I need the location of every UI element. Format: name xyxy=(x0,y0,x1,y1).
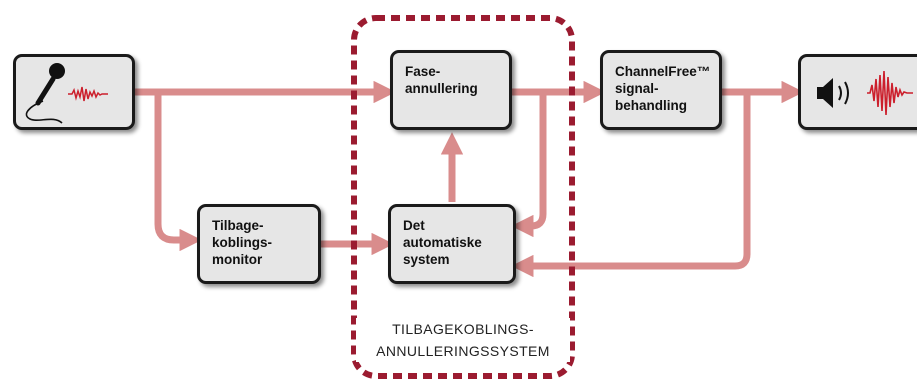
automatic-system-label-line-1: Det xyxy=(403,218,425,233)
automatic-system-label-line-2: automatiske xyxy=(403,235,482,250)
system-label-line-1: TILBAGEKOBLINGS- xyxy=(392,321,534,337)
speaker-icon xyxy=(817,78,849,108)
input-icons xyxy=(25,63,108,124)
microphone-icon xyxy=(25,63,65,124)
channelfree-processing-box: ChannelFree™ signal- behandling xyxy=(600,50,722,130)
feedback-cancellation-system-frame xyxy=(351,15,575,379)
feedback-cancellation-system-label: TILBAGEKOBLINGS- ANNULLERINGSSYSTEM xyxy=(356,318,570,362)
input-waveform-icon xyxy=(68,86,108,102)
feedback-monitor-label-line-2: koblings- xyxy=(212,235,272,250)
automatic-system-label-line-3: system xyxy=(403,252,450,267)
output-icons xyxy=(817,70,913,116)
phase-cancellation-label-line-2: annullering xyxy=(405,81,478,96)
feedback-monitor-box: Tilbage- koblings- monitor xyxy=(197,204,321,284)
feedback-monitor-label-line-1: Tilbage- xyxy=(212,218,264,233)
channelfree-label-line-3: behandling xyxy=(615,98,687,113)
arrow-input-to-feedback-monitor xyxy=(154,92,202,252)
arrow-phase-cancel-loop-to-automatic-system xyxy=(511,92,547,238)
connector-arrows xyxy=(133,80,804,278)
channelfree-label-line-2: signal- xyxy=(615,81,659,96)
output-box xyxy=(798,54,917,130)
phase-cancellation-box: Fase- annullering xyxy=(390,50,512,130)
output-waveform-icon xyxy=(867,70,913,116)
phase-cancellation-label-line-1: Fase- xyxy=(405,64,441,79)
system-label-line-2: ANNULLERINGSSYSTEM xyxy=(376,343,550,359)
channelfree-label-line-1: ChannelFree™ xyxy=(615,64,711,79)
feedback-monitor-label-line-3: monitor xyxy=(212,252,263,267)
automatic-system-box: Det automatiske system xyxy=(388,204,516,284)
input-box xyxy=(13,54,135,130)
arrow-output-loop-to-automatic-system xyxy=(511,92,751,278)
